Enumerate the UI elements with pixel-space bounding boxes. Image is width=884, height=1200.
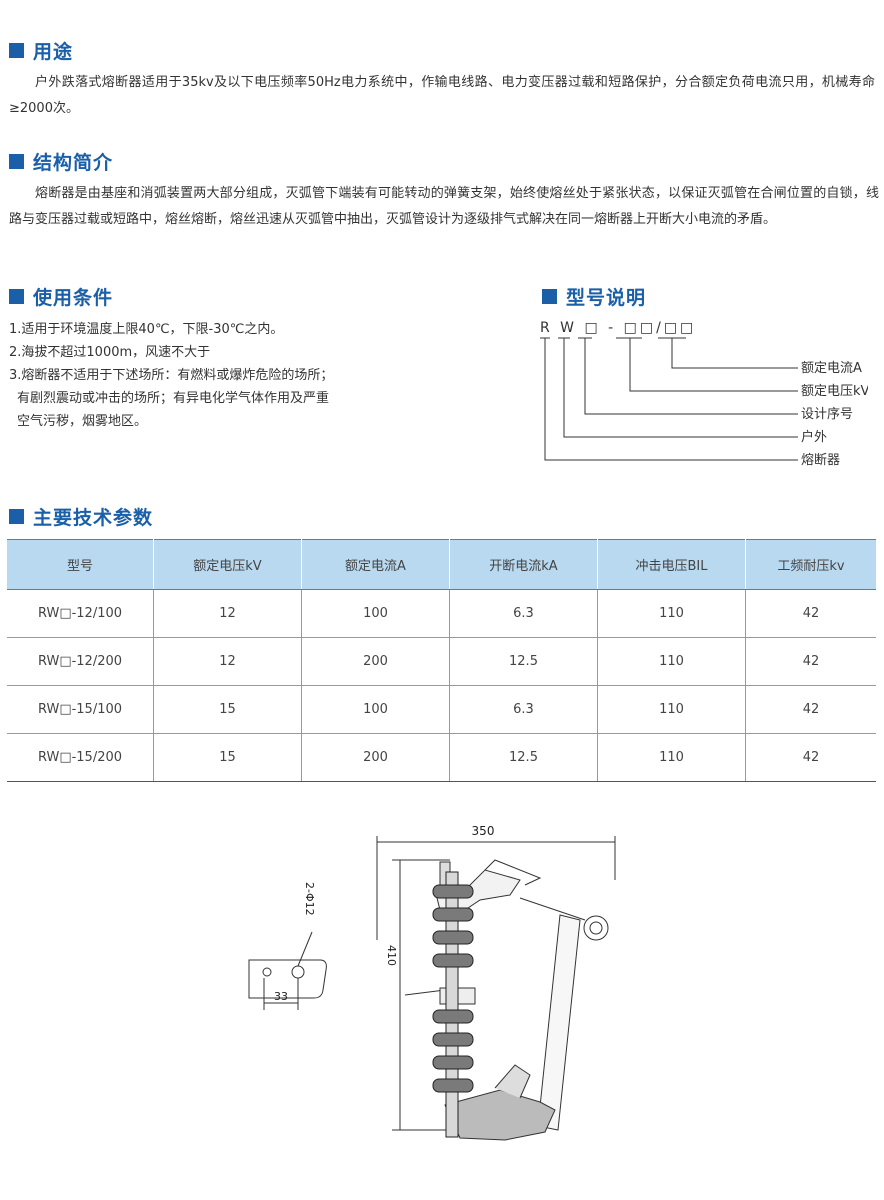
spec-table: 型号 额定电压kV 额定电流A 开断电流kA 冲击电压BIL 工频耐压kv RW… [7, 539, 876, 782]
table-cell: 15 [153, 685, 302, 734]
section-title-conditions: 使用条件 [9, 283, 113, 310]
table-cell: 110 [597, 589, 746, 638]
usage-text: 户外跌落式熔断器适用于35kv及以下电压频率50Hz电力系统中，作输电线路、电力… [9, 75, 875, 116]
table-cell: 6.3 [449, 589, 598, 638]
table-cell: 42 [745, 733, 876, 782]
insulator [432, 871, 474, 1138]
model-code-diagram: R W □ - □□/□□ 额定电流A 额定电压kV 设计序号 户外 熔断器 [540, 320, 868, 468]
table-row: RW□-15/100 15 100 6.3 110 42 [7, 685, 876, 734]
table-cell: 6.3 [449, 685, 598, 734]
condition-line: 2.海拔不超过1000m，风速不大于 [9, 345, 211, 360]
table-cell: 42 [745, 637, 876, 686]
square-bullet-icon [542, 289, 557, 304]
table-cell: 12.5 [449, 637, 598, 686]
square-bullet-icon [9, 43, 24, 58]
dim-width-label: 350 [472, 824, 495, 838]
hole-icon [291, 965, 305, 979]
model-label: 熔断器 [801, 453, 840, 468]
square-bullet-icon [9, 289, 24, 304]
square-bullet-icon [9, 154, 24, 169]
table-cell: RW□-15/200 [7, 733, 154, 782]
column-header: 冲击电压BIL [597, 539, 746, 590]
conditions-list: 1.适用于环境温度上限40℃，下限-30℃之内。 2.海拔不超过1000m，风速… [9, 318, 333, 433]
table-cell: 110 [597, 637, 746, 686]
condition-line: 1.适用于环境温度上限40℃，下限-30℃之内。 [9, 322, 284, 337]
table-cell: 200 [301, 733, 450, 782]
table-cell: 12.5 [449, 733, 598, 782]
column-header: 额定电压kV [153, 539, 302, 590]
table-cell: 15 [153, 733, 302, 782]
table-cell: RW□-12/200 [7, 637, 154, 686]
column-header: 工频耐压kv [745, 539, 876, 590]
hole-icon [262, 967, 272, 977]
square-bullet-icon [9, 509, 24, 524]
bottom-bracket [444, 1089, 556, 1141]
condition-line: 3.熔断器不适用于下述场所：有燃料或爆炸危险的场所； [9, 368, 334, 383]
section-title-usage: 用途 [9, 37, 73, 64]
model-label: 户外 [801, 429, 827, 445]
section-title-structure: 结构简介 [9, 148, 113, 175]
model-label: 额定电流A [801, 361, 862, 376]
model-label: 设计序号 [801, 407, 853, 422]
dim-height-label: 410 [385, 945, 398, 966]
column-header: 开断电流kA [449, 539, 598, 590]
dim-spacing-label: 33 [274, 990, 288, 1003]
table-cell: 42 [745, 685, 876, 734]
section-title-model: 型号说明 [542, 283, 646, 310]
condition-line: 有剧烈震动或冲击的场所；有异电化学气体作用及严重 [17, 391, 330, 406]
column-header: 型号 [7, 539, 154, 590]
condition-line: 空气污秽，烟雾地区。 [17, 414, 148, 429]
table-cell: 12 [153, 637, 302, 686]
fuse-tube [537, 914, 581, 1131]
table-cell: 42 [745, 589, 876, 638]
table-cell: 100 [301, 685, 450, 734]
ring-icon [583, 915, 609, 941]
model-code: R W □ - □□/□□ [540, 320, 696, 336]
table-cell: RW□-15/100 [7, 685, 154, 734]
model-label: 额定电压kV [801, 384, 868, 399]
column-header: 额定电流A [301, 539, 450, 590]
mounting-plate [248, 959, 327, 999]
fuse-technical-drawing: 350 410 2-Φ12 33 [248, 824, 616, 1141]
section-title-specs: 主要技术参数 [9, 503, 153, 530]
table-row: RW□-15/200 15 200 12.5 110 42 [7, 733, 876, 782]
table-cell: 110 [597, 685, 746, 734]
table-cell: 200 [301, 637, 450, 686]
dim-hole-label: 2-Φ12 [303, 882, 316, 916]
table-row: RW□-12/100 12 100 6.3 110 42 [7, 589, 876, 638]
table-row: RW□-12/200 12 200 12.5 110 42 [7, 637, 876, 686]
table-cell: 12 [153, 589, 302, 638]
structure-text: 熔断器是由基座和消弧装置两大部分组成，灭弧管下端装有可能转动的弹簧支架，始终使熔… [9, 186, 879, 227]
table-cell: 100 [301, 589, 450, 638]
table-cell: 110 [597, 733, 746, 782]
table-header-row: 型号 额定电压kV 额定电流A 开断电流kA 冲击电压BIL 工频耐压kv [7, 539, 876, 590]
table-cell: RW□-12/100 [7, 589, 154, 638]
